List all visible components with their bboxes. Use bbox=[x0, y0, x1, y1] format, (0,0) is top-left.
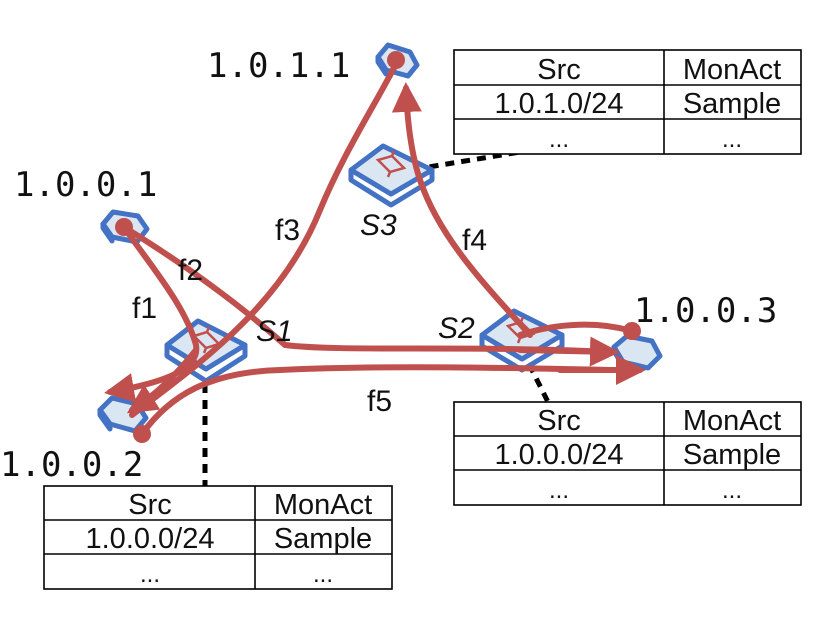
table-cell-monact: Sample bbox=[274, 523, 372, 555]
flow-label-f2: f2 bbox=[178, 254, 203, 287]
table-cell-monact: ... bbox=[313, 561, 333, 588]
switch-label-s1: S1 bbox=[256, 315, 293, 348]
table-cell-src: ... bbox=[140, 561, 160, 588]
table-header-src: Src bbox=[537, 405, 581, 437]
flow-f1-path bbox=[104, 224, 200, 403]
flow-s2-loop bbox=[517, 321, 635, 338]
table-cell-monact: Sample bbox=[683, 439, 781, 471]
host-label-1-0-0-1: 1.0.0.1 bbox=[14, 165, 157, 205]
table-cell-src: ... bbox=[549, 477, 569, 504]
table-cell-src: 1.0.1.0/24 bbox=[495, 88, 624, 120]
switch-s2-icon bbox=[479, 308, 565, 373]
table-cell-monact: ... bbox=[722, 477, 742, 504]
table-cell-src: ... bbox=[549, 126, 569, 153]
rule-table-s3: Src MonAct 1.0.1.0/24 Sample ... ... bbox=[453, 49, 802, 155]
flow-endpoint-dot bbox=[115, 218, 133, 236]
flow-label-f5: f5 bbox=[367, 385, 392, 418]
rule-table-s1: Src MonAct 1.0.0.0/24 Sample ... ... bbox=[43, 485, 393, 590]
host-label-1-0-1-1: 1.0.1.1 bbox=[207, 46, 350, 86]
table-header-src: Src bbox=[537, 54, 581, 86]
s2-table-connector bbox=[519, 348, 551, 404]
flow-endpoint-dot bbox=[133, 425, 151, 443]
table-cell-src: 1.0.0.0/24 bbox=[495, 439, 624, 471]
flow-f4-path bbox=[391, 82, 533, 338]
host-1-0-0-3-icon bbox=[611, 333, 663, 371]
flow-f3-path bbox=[129, 59, 400, 418]
table-cell-monact: ... bbox=[722, 126, 742, 153]
switch-label-s2: S2 bbox=[438, 312, 475, 345]
table-header-src: Src bbox=[128, 489, 172, 521]
table-cell-monact: Sample bbox=[683, 88, 781, 120]
flow-endpoint-dot bbox=[387, 51, 405, 69]
flow-label-f4: f4 bbox=[462, 224, 487, 257]
flow-endpoint-dot bbox=[623, 322, 641, 340]
flow-label-f1: f1 bbox=[132, 292, 157, 325]
table-header-monact: MonAct bbox=[683, 54, 781, 86]
flow-f5-path bbox=[139, 364, 613, 437]
table-cell-src: 1.0.0.0/24 bbox=[86, 523, 215, 555]
host-label-1-0-0-2: 1.0.0.2 bbox=[0, 445, 143, 485]
flow-f2-path bbox=[121, 224, 613, 355]
flow-f1-return bbox=[126, 347, 199, 414]
switch-s3-icon bbox=[348, 143, 435, 208]
switch-label-s3: S3 bbox=[360, 209, 397, 242]
flow-f2-arrow bbox=[517, 336, 620, 367]
rule-table-s2: Src MonAct 1.0.0.0/24 Sample ... ... bbox=[453, 401, 802, 506]
table-header-monact: MonAct bbox=[683, 405, 781, 437]
flow-label-f3: f3 bbox=[275, 214, 300, 247]
table-header-monact: MonAct bbox=[274, 489, 372, 521]
host-label-1-0-0-3: 1.0.0.3 bbox=[634, 291, 777, 331]
